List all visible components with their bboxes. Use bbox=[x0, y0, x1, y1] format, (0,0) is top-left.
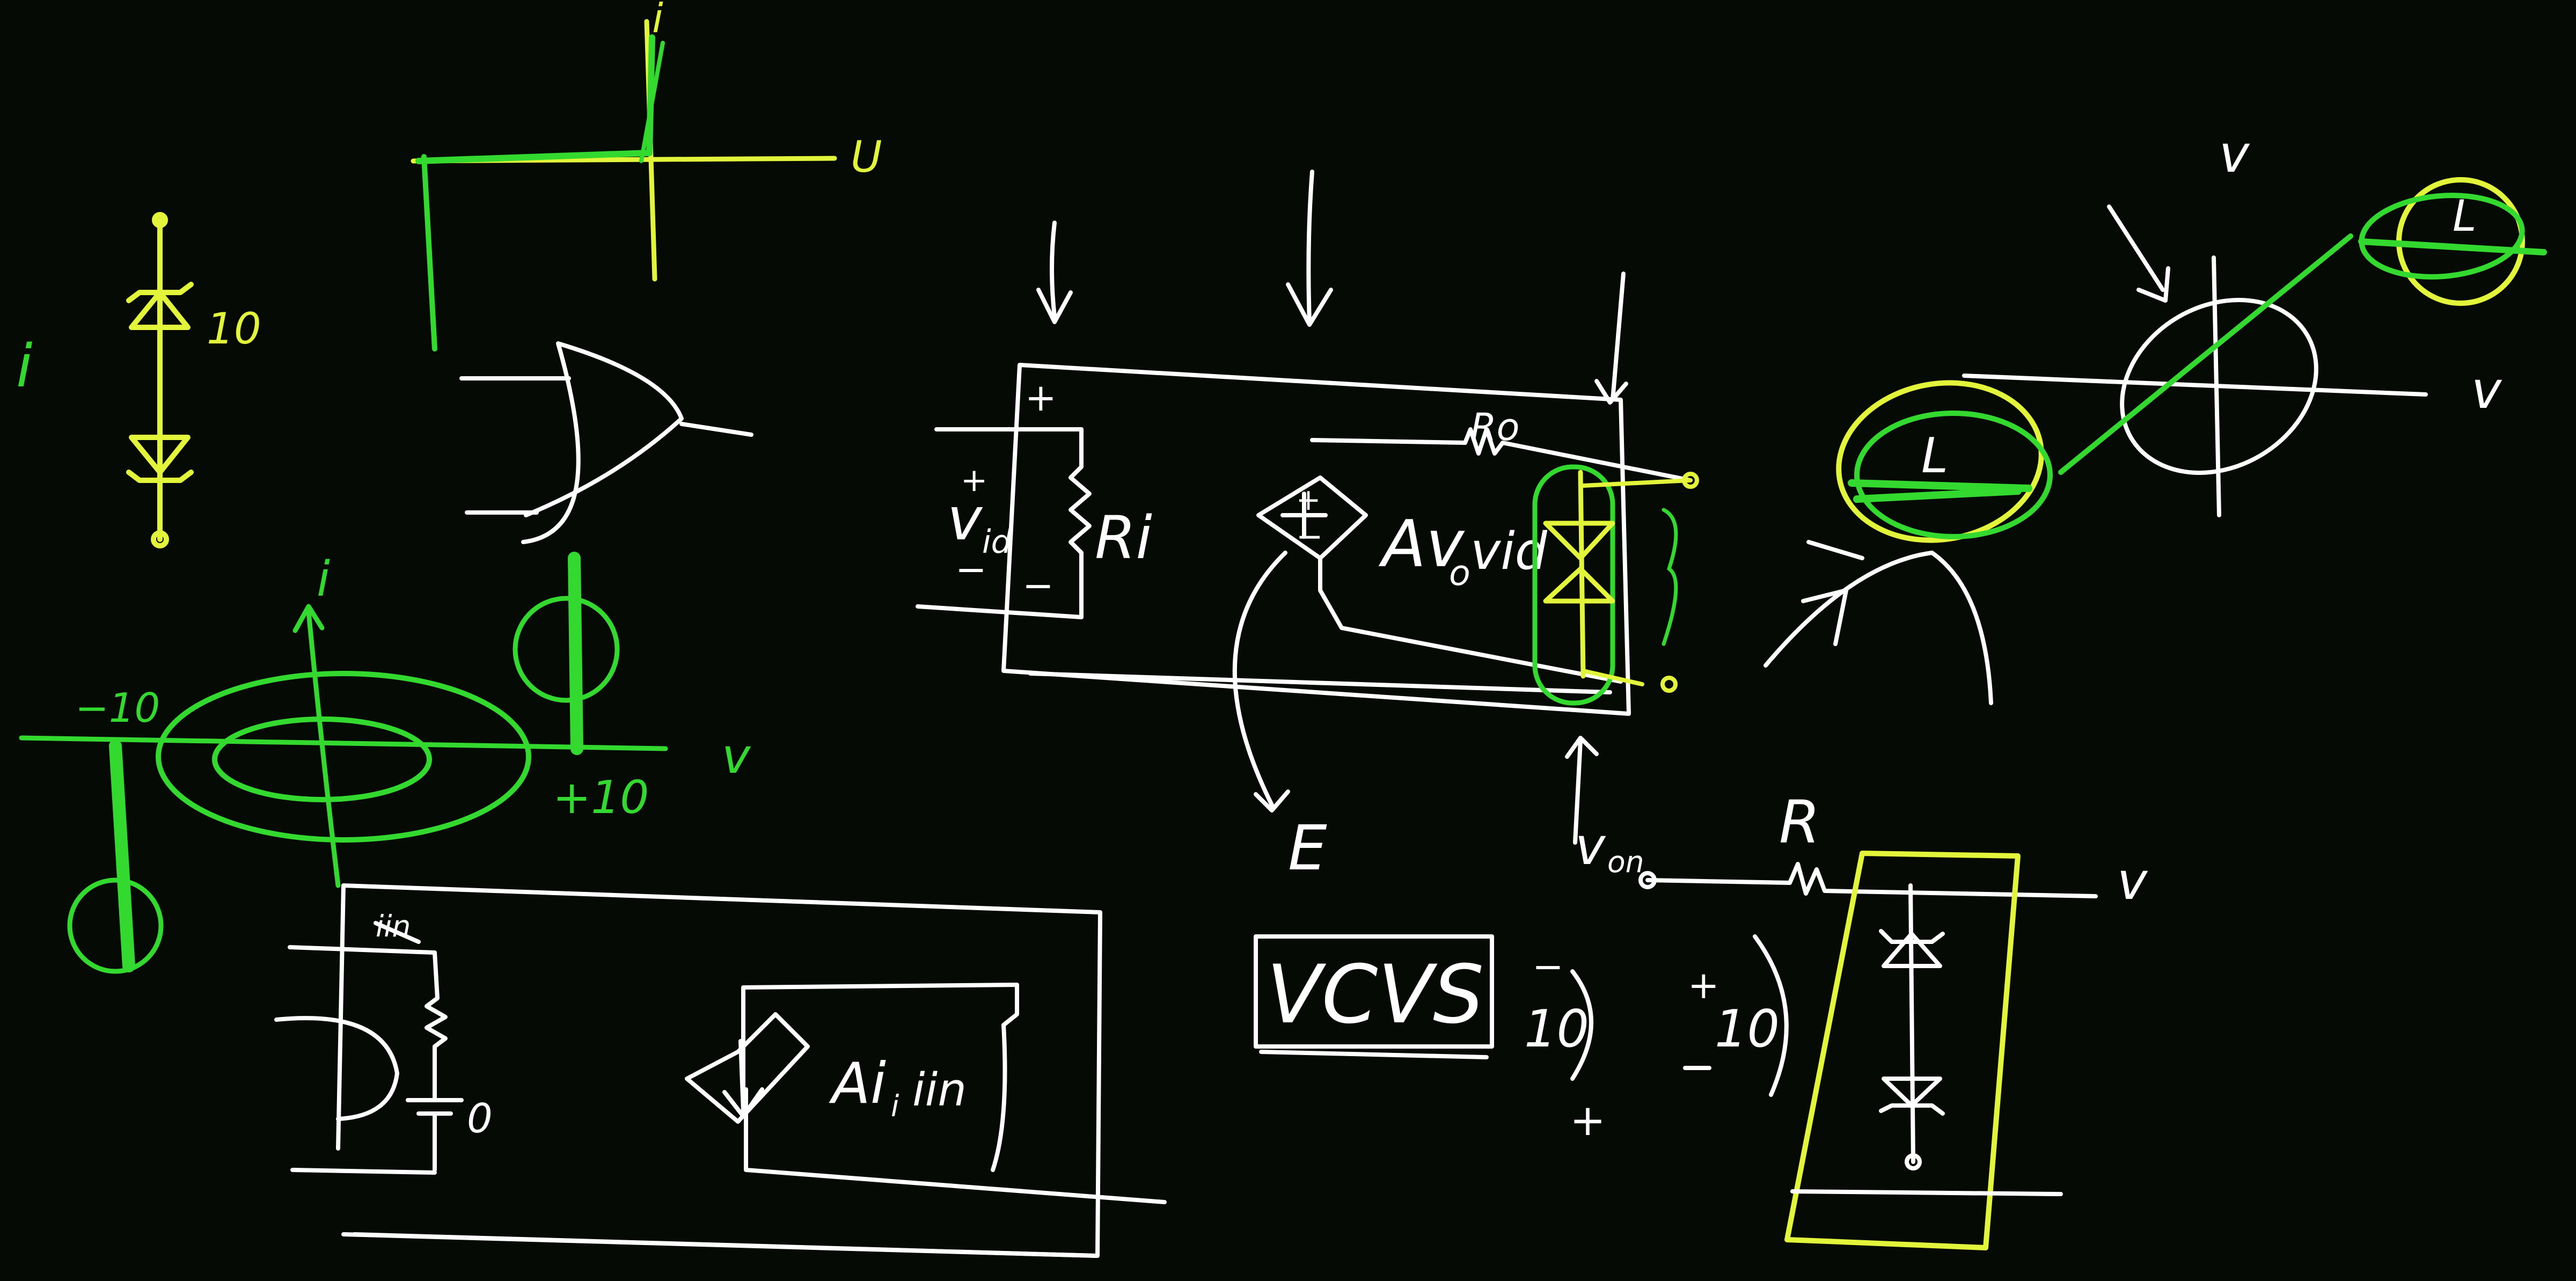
char-voltage-label: U bbox=[851, 132, 882, 182]
transfer-vi-label: v bbox=[2471, 361, 2502, 420]
input-plus: + bbox=[1025, 376, 1057, 420]
source-minus: − bbox=[1296, 518, 1323, 555]
ro-label: Ro bbox=[1470, 405, 1519, 449]
vcvs-neg-sign: − bbox=[1532, 945, 1564, 989]
char-current-label: i bbox=[652, 0, 663, 42]
e-label: E bbox=[1288, 812, 1327, 884]
vcvs-plus-sign: + bbox=[1570, 1095, 1606, 1145]
transfer-vo-label: v bbox=[2219, 125, 2250, 184]
r-label: R bbox=[1779, 788, 1820, 857]
gain-subscript: o bbox=[1449, 553, 1470, 594]
limit-label-upper: L bbox=[2453, 191, 2477, 241]
zener-current-label: i bbox=[16, 332, 33, 400]
ground-zero-label: 0 bbox=[467, 1095, 493, 1142]
limit-label-lower: L bbox=[1921, 428, 1948, 484]
vcvs-label: VCVS bbox=[1267, 948, 1484, 1042]
transfer-characteristic bbox=[1763, 177, 2547, 705]
source-plus: + bbox=[1296, 482, 1321, 517]
opamp-model-circuit bbox=[916, 170, 2098, 898]
loop-voltage-label: v bbox=[722, 728, 751, 785]
opamp-symbol bbox=[459, 341, 753, 544]
ri-label: Ri bbox=[1095, 503, 1152, 572]
zener-pair-symbol bbox=[126, 212, 194, 548]
input-minus: − bbox=[1022, 563, 1054, 607]
vcvs-box bbox=[1254, 934, 1789, 1097]
cccs-gain-subscript: i bbox=[891, 1089, 899, 1123]
vid-plus: + bbox=[961, 462, 987, 499]
clamp-output-label: v bbox=[2117, 852, 2148, 911]
vid-subscript: id bbox=[982, 523, 1012, 561]
vid-label: v bbox=[947, 485, 983, 553]
von-label: v bbox=[1575, 817, 1606, 876]
zener-clamp-box bbox=[1784, 851, 2063, 1250]
output-zener-clamp bbox=[1532, 464, 1699, 706]
vcvs-pos-sign: + bbox=[1688, 963, 1719, 1007]
vcvs-pos-ten: 10 bbox=[1715, 1000, 1780, 1059]
vcvs-neg-ten: 10 bbox=[1524, 1000, 1589, 1059]
iin-label: iin bbox=[376, 909, 411, 943]
loop-neg10-label: −10 bbox=[75, 684, 160, 731]
hysteresis-plot bbox=[19, 552, 668, 974]
gain-label: Av bbox=[1378, 507, 1465, 582]
loop-current-label: i bbox=[317, 551, 330, 607]
cccs-iin-label: iin bbox=[912, 1064, 967, 1117]
von-subscript: on bbox=[1607, 845, 1644, 879]
zener-value-label: 10 bbox=[207, 304, 261, 354]
loop-pos10-label: +10 bbox=[553, 771, 649, 824]
diode-characteristic-plot bbox=[411, 19, 837, 352]
cccs-gain-label: Ai bbox=[829, 1051, 886, 1116]
vid-minus: − bbox=[955, 547, 987, 591]
